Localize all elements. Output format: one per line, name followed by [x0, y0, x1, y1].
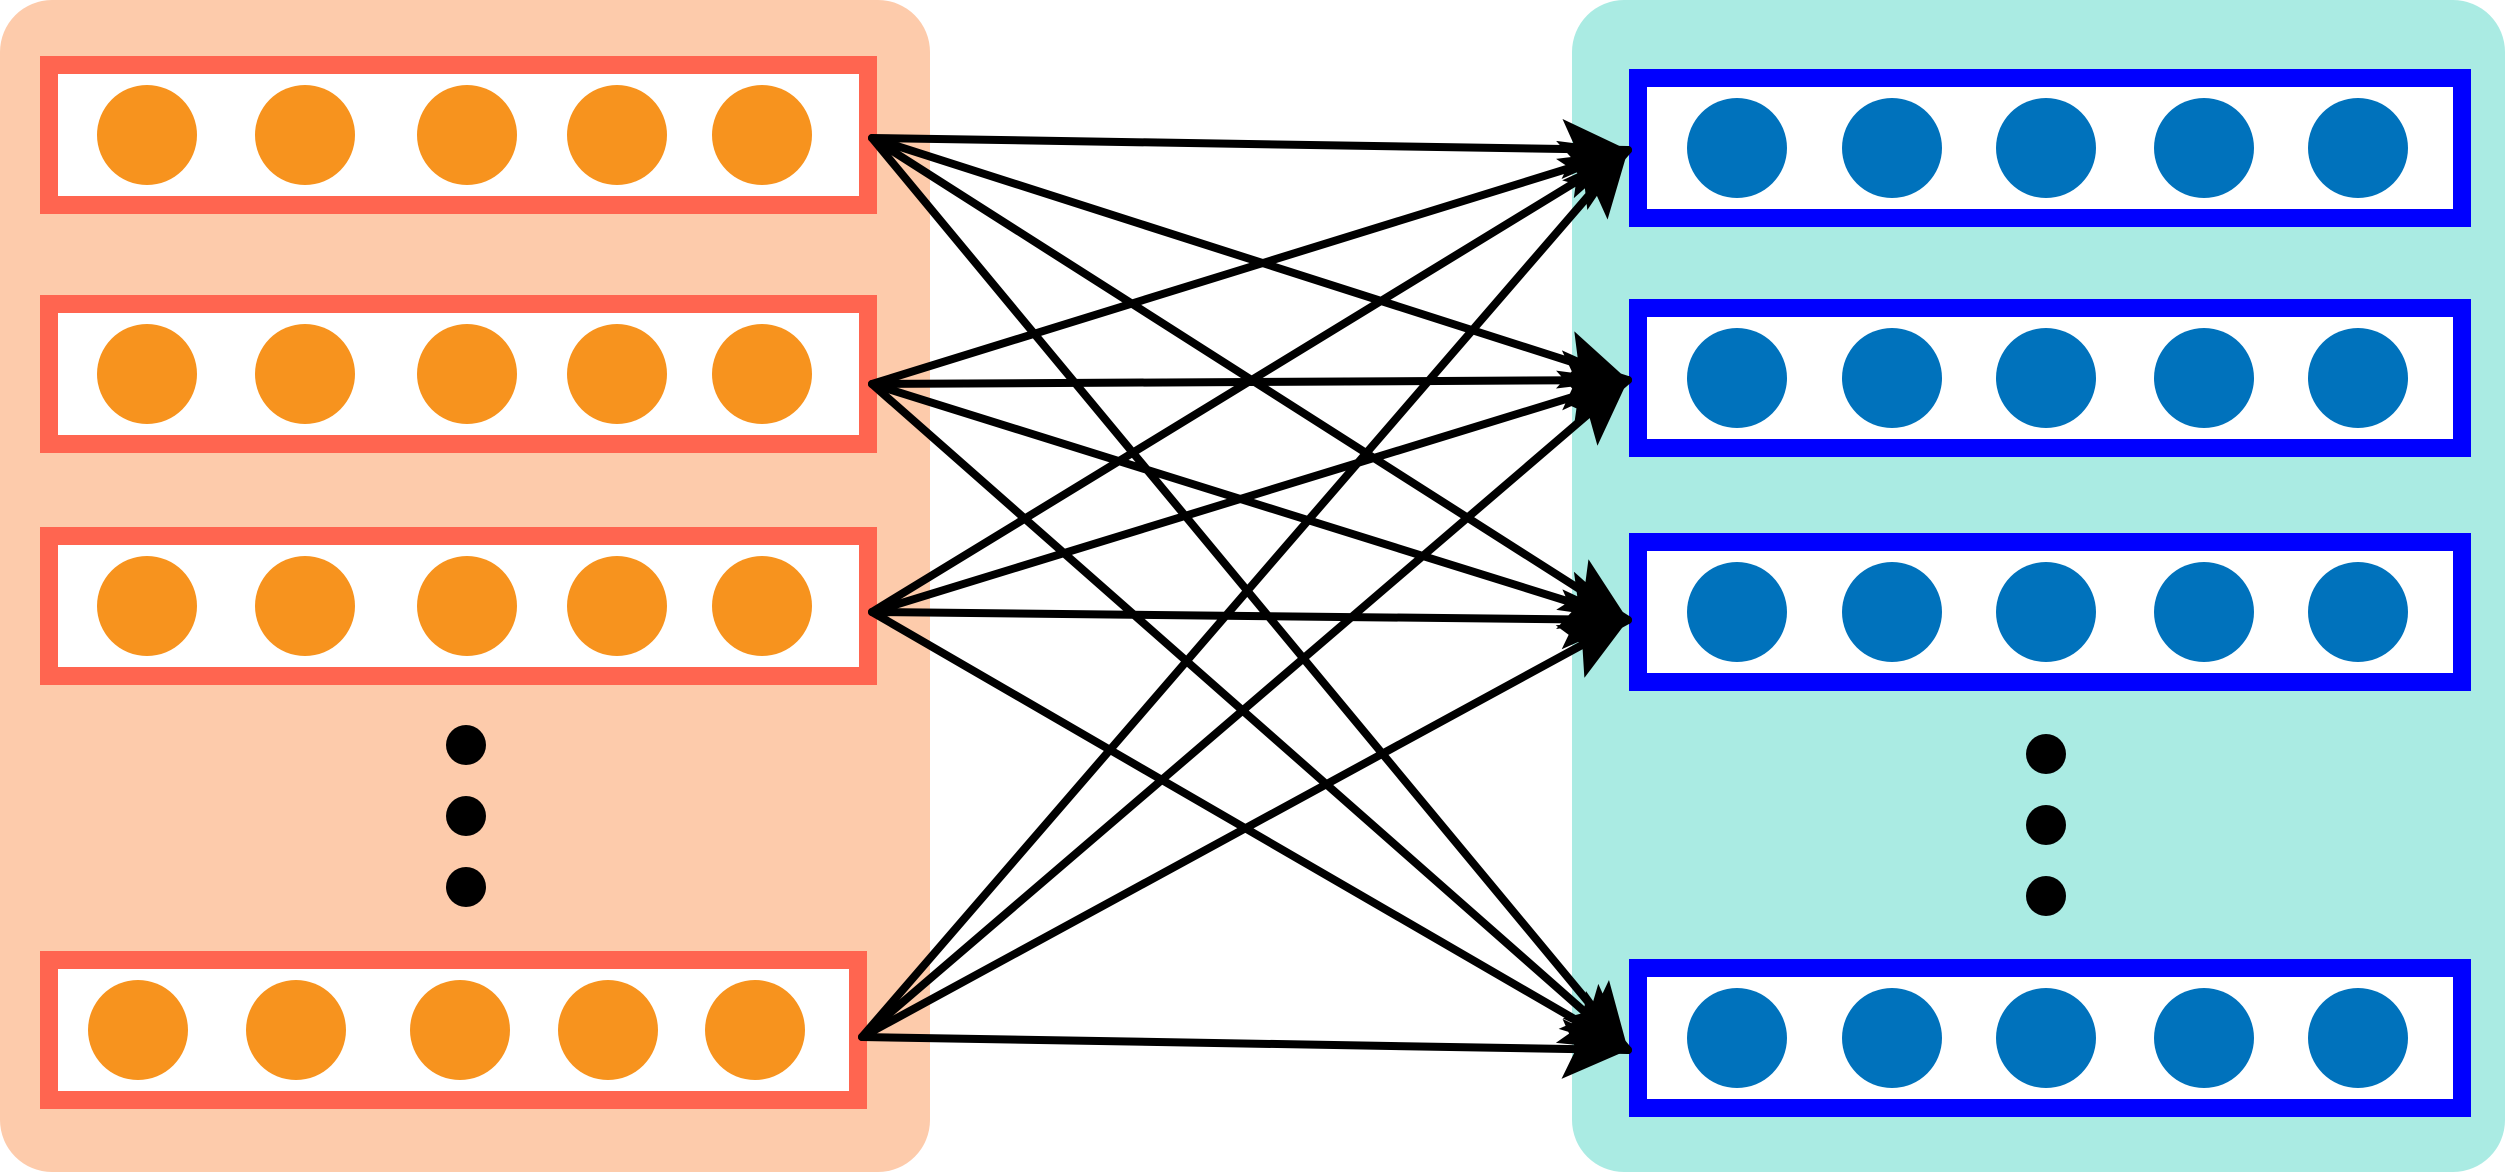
- arrow-icon: [868, 608, 1632, 1054]
- input-vector-row: [40, 295, 877, 453]
- vertical-ellipsis-icon: [446, 796, 486, 836]
- input-node: [97, 556, 197, 656]
- input-node: [97, 85, 197, 185]
- output-node: [2308, 98, 2408, 198]
- input-node: [88, 980, 188, 1080]
- output-node: [1687, 988, 1787, 1088]
- vertical-ellipsis-icon: [446, 725, 486, 765]
- input-node: [558, 980, 658, 1080]
- arrow-icon: [868, 134, 1632, 389]
- input-node: [410, 980, 510, 1080]
- output-node: [1687, 328, 1787, 428]
- input-node: [567, 85, 667, 185]
- input-vector-row: [40, 56, 877, 214]
- input-node: [417, 85, 517, 185]
- input-node: [567, 324, 667, 424]
- output-vector-row: [1629, 69, 2471, 227]
- vertical-ellipsis-icon: [2026, 734, 2066, 774]
- input-node: [712, 85, 812, 185]
- output-node: [2154, 98, 2254, 198]
- input-node: [417, 556, 517, 656]
- output-node: [1687, 562, 1787, 662]
- input-node: [255, 556, 355, 656]
- input-node: [97, 324, 197, 424]
- arrow-icon: [858, 616, 1632, 1041]
- arrow-icon: [868, 589, 1632, 650]
- arrow-icon: [858, 376, 1632, 1041]
- input-node: [417, 324, 517, 424]
- output-node: [2154, 328, 2254, 428]
- input-layer: [0, 0, 930, 1172]
- output-node: [1842, 988, 1942, 1088]
- output-layer: [1572, 0, 2505, 1172]
- output-node: [2154, 562, 2254, 662]
- output-node: [1842, 562, 1942, 662]
- output-node: [1996, 328, 2096, 428]
- input-vector-row: [40, 951, 867, 1109]
- output-node: [2308, 562, 2408, 662]
- arrow-icon: [868, 146, 1632, 616]
- input-node: [255, 85, 355, 185]
- input-node: [712, 556, 812, 656]
- output-node: [1996, 988, 2096, 1088]
- input-node: [246, 980, 346, 1080]
- arrow-icon: [868, 118, 1632, 179]
- input-node: [712, 324, 812, 424]
- arrow-icon: [868, 380, 1632, 629]
- input-node: [255, 324, 355, 424]
- output-node: [1842, 98, 1942, 198]
- arrow-icon: [868, 140, 1632, 388]
- output-node: [2308, 328, 2408, 428]
- connections-layer: [858, 118, 1632, 1079]
- output-vector-row: [1629, 959, 2471, 1117]
- arrow-icon: [868, 370, 1632, 616]
- arrow-icon: [868, 380, 1632, 1054]
- arrow-icon: [868, 134, 1632, 1054]
- output-vector-row: [1629, 299, 2471, 457]
- output-node: [1996, 98, 2096, 198]
- output-node: [2308, 988, 2408, 1088]
- output-vector-row: [1629, 533, 2471, 691]
- output-node: [1996, 562, 2096, 662]
- output-node: [1687, 98, 1787, 198]
- vertical-ellipsis-icon: [2026, 805, 2066, 845]
- arrow-icon: [858, 146, 1632, 1041]
- arrow-icon: [858, 1018, 1632, 1079]
- input-node: [567, 556, 667, 656]
- output-node: [1842, 328, 1942, 428]
- vertical-ellipsis-icon: [2026, 876, 2066, 916]
- vertical-ellipsis-icon: [446, 867, 486, 907]
- input-vector-row: [40, 527, 877, 685]
- output-node: [2154, 988, 2254, 1088]
- input-node: [705, 980, 805, 1080]
